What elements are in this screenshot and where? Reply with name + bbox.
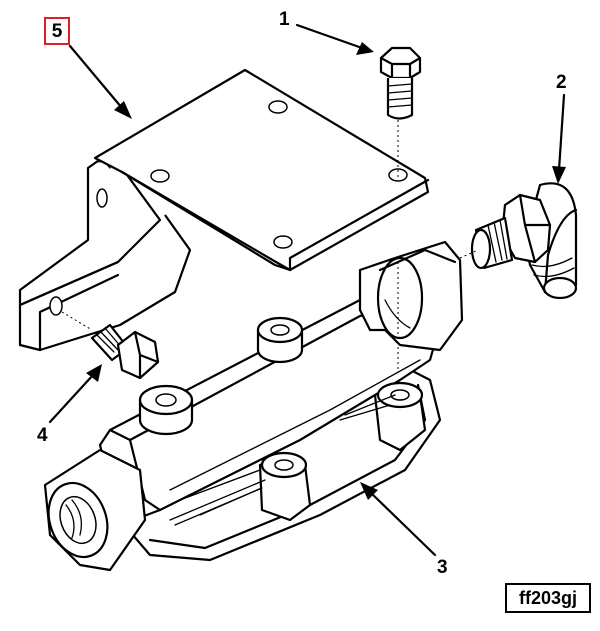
leader-arrows (48, 23, 566, 557)
filter-head-body (43, 240, 464, 572)
callout-3: 3 (437, 557, 448, 578)
callout-5-highlighted: 5 (44, 17, 70, 45)
elbow-fitting (470, 182, 578, 300)
callout-2: 2 (556, 72, 567, 93)
capscrew-side (90, 323, 160, 380)
callout-4: 4 (37, 425, 48, 446)
mounting-bracket (18, 68, 430, 352)
callout-1: 1 (279, 9, 290, 30)
figure-code-label: ff203gj (505, 583, 591, 613)
elbow-centerline (459, 249, 479, 259)
capscrew-top (379, 46, 422, 120)
side-capscrew-centerline (61, 311, 93, 331)
